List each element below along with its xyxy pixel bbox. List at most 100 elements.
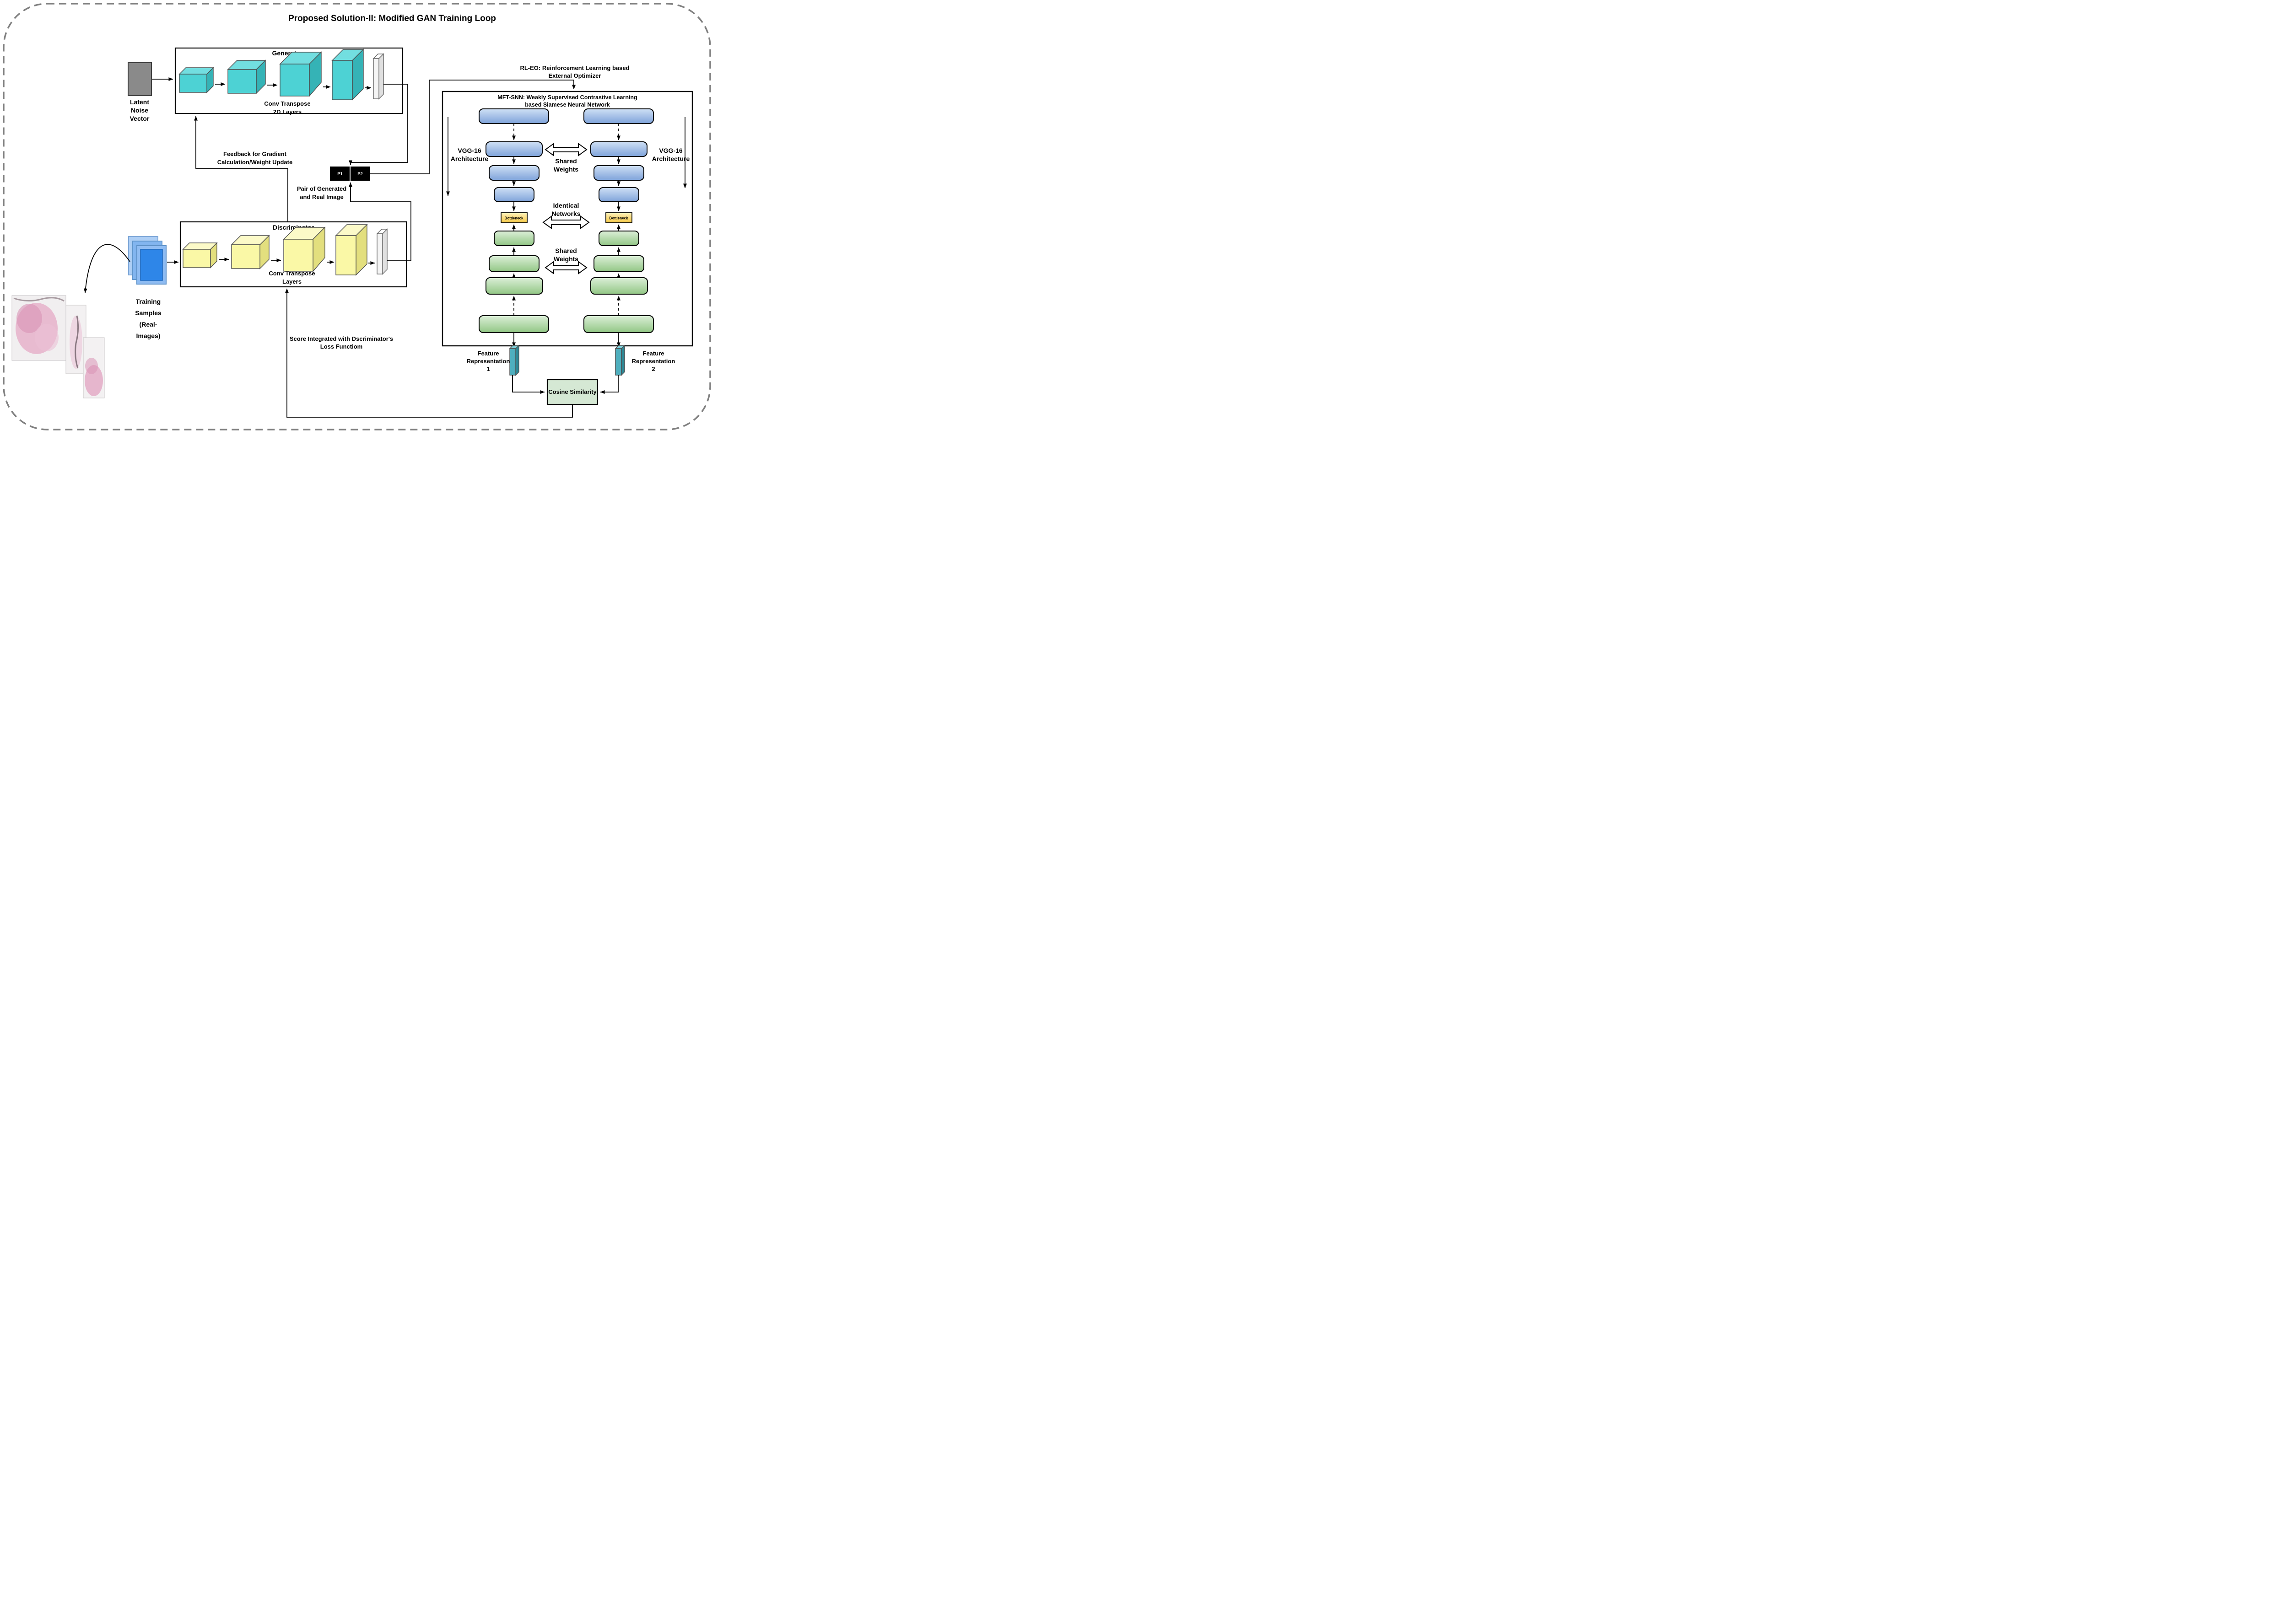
green-block-r4 [583,315,654,333]
vgg-blue-block-l2 [486,141,543,157]
feature-slab-2 [615,344,626,376]
discriminator-sublabel-1: Conv Transpose [269,270,315,277]
bottleneck-right-box [605,212,632,223]
page-title: Proposed Solution-II: Modified GAN Train… [288,14,496,23]
pair-p2-label: P2 [357,172,363,177]
vgg-blue-block-r1 [583,108,654,124]
vgg-blue-block-l3 [489,165,540,181]
cuboid-front-face [179,74,207,93]
wire-discriminator-to-pair [349,182,411,261]
diagram-canvas: Proposed Solution-II: Modified GAN Train… [0,0,714,433]
green-block-l2 [489,255,540,272]
green-block-r1 [599,231,639,246]
shared-weights-bottom-arrow-icon [545,261,588,274]
cuboid-front-face [280,64,310,97]
green-block-l1 [494,231,534,246]
bottleneck-left-box [501,212,528,223]
latent-label-line1: Latent [130,98,149,106]
vgg-blue-block-r3 [594,165,644,181]
disc-conv-cuboid-2 [231,235,270,269]
training-label-line4: Images) [136,332,161,339]
siamese-left-column: Bottleneck [479,108,549,347]
shared-weights-bottom-line2: Weights [554,255,578,263]
feature-rep2-line2: Representation [632,358,675,365]
wire-slab1-to-cosine [512,375,545,394]
score-label-line1: Score Integrated with Dscriminator's [290,335,393,342]
vgg-left-label-line2: Architecture [451,155,489,162]
disc-conv-cuboid-4 [335,224,368,276]
vgg-blue-block-r4 [599,187,639,202]
feature-rep1-line2: Representation [467,358,510,365]
siamese-right-column: Bottleneck [583,108,654,347]
histology-image-1 [11,295,66,361]
slab-side-face [621,344,625,376]
score-label-line2: Loss Functiom [320,343,362,350]
training-label-line3: (Real- [140,321,157,328]
slab-side-face [382,228,388,275]
generator-box [174,47,404,114]
generator-sublabel-1: Conv Transpose [264,100,310,107]
shared-weights-top-arrow-icon [545,143,588,156]
cuboid-front-face [231,244,260,269]
feedback-label-line2: Calculation/Weight Update [217,159,292,166]
slab-side-face [515,344,519,376]
disc-output-slab [376,228,388,275]
disc-conv-cuboid-1 [182,242,218,269]
latent-label-line2: Noise [131,107,148,114]
feature-rep1-line1: Feature [478,350,499,357]
identical-networks-line1: Identical [553,202,579,209]
wire-slab2-to-cosine [600,375,619,394]
latent-noise-vector-box [128,62,152,96]
green-block-r3 [590,277,648,295]
green-block-l3 [486,277,543,295]
feature-rep2-line1: Feature [643,350,664,357]
gen-output-slab [372,53,384,100]
sample-square-front-inner [140,249,163,281]
slab-side-face [378,53,384,100]
cuboid-front-face [283,239,313,272]
rleo-label-line1: RL-EO: Reinforcement Learning based [520,65,629,71]
cuboid-front-face [227,69,257,94]
generator-sublabel-2: 2D Layers [273,108,302,115]
cuboid-front-face [335,235,356,275]
training-label-line1: Training [136,298,161,305]
histology-image-2 [65,305,86,374]
feature-slab-1 [509,344,520,376]
diagram-svg: Proposed Solution-II: Modified GAN Train… [3,3,711,430]
gen-conv-cuboid-4 [331,48,364,101]
cuboid-front-face [183,249,211,268]
latent-label-line3: Vector [130,115,150,122]
discriminator-box [179,221,407,288]
slab-front-face [373,58,379,99]
cuboid-front-face [332,60,353,100]
cosine-similarity-box [546,379,599,405]
wire-generator-to-pair [349,84,408,165]
shared-weights-bottom-line1: Shared [555,247,577,254]
shared-weights-top-line2: Weights [554,166,578,173]
tissue-streak [75,315,79,369]
wire-feedback-discriminator-to-generator [194,116,288,222]
vgg-blue-block-r2 [590,141,648,157]
wire-cosine-to-discriminator [285,288,573,418]
mft-snn-box [442,91,693,347]
vgg-right-label-line1: VGG-16 [659,147,683,154]
slab-front-face [615,348,622,376]
slab-front-face [377,233,383,274]
gen-conv-cuboid-3 [279,51,322,97]
vgg-blue-block-l1 [479,108,549,124]
green-block-l4 [479,315,549,333]
rleo-label-line2: External Optimizer [549,72,601,79]
training-label-line2: Samples [135,309,162,317]
tissue-blob [16,304,42,333]
curved-arrow-samples-to-histology [83,244,130,293]
histology-image-3 [83,337,105,398]
feature-rep1-line3: 1 [486,366,490,372]
cosine-similarity-label: Cosine Similarity [548,388,597,395]
slab-front-face [509,348,516,376]
identical-networks-line2: Networks [551,210,580,217]
mft-header-line2: based Siamese Neural Network [525,102,610,108]
discriminator-sublabel-2: Layers [282,278,302,285]
shared-weights-top-line1: Shared [555,157,577,165]
training-samples-stack [128,236,167,285]
pair-caption-line1: Pair of Generated [297,185,346,192]
